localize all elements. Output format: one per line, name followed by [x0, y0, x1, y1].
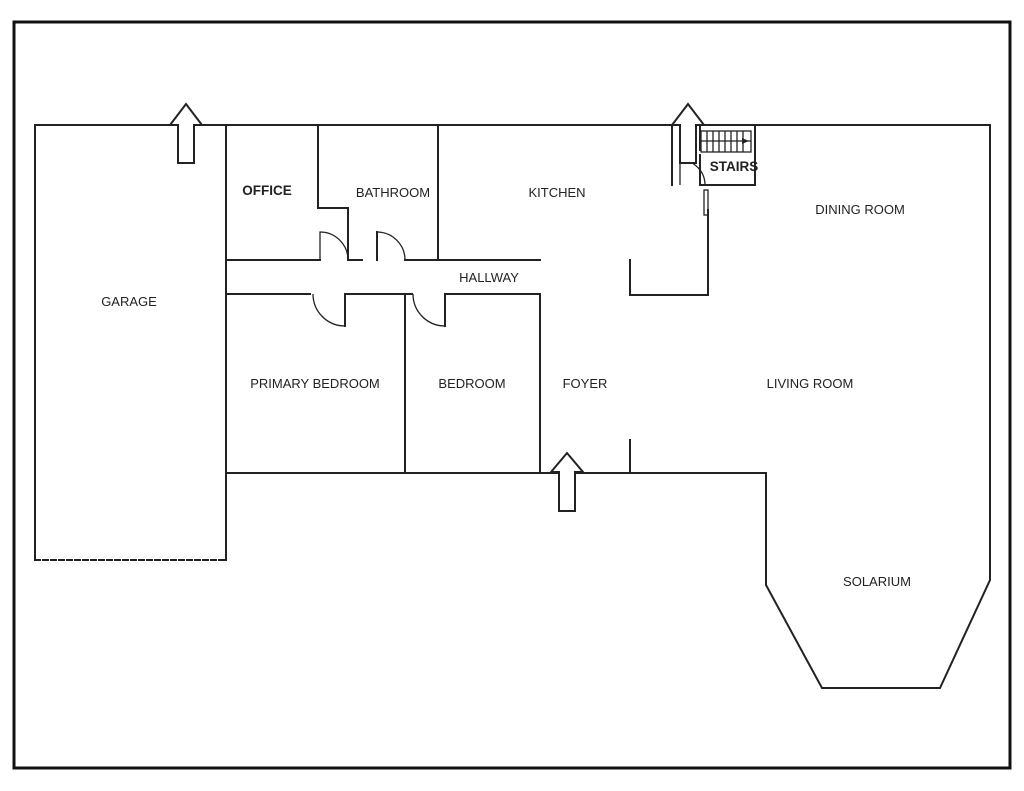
staircase [700, 130, 752, 153]
garage-walls [34, 124, 227, 561]
doors [312, 159, 709, 327]
label-garage: GARAGE [101, 294, 157, 309]
page-border [12, 20, 1012, 770]
label-office: OFFICE [242, 183, 292, 198]
label-bedroom: BEDROOM [438, 376, 505, 391]
label-hallway: HALLWAY [459, 270, 519, 285]
label-stairs: STAIRS [710, 159, 759, 174]
label-bathroom: BATHROOM [356, 185, 430, 200]
office-door [319, 231, 349, 261]
label-foyer: FOYER [563, 376, 608, 391]
kitchen-exit-arrow-icon [669, 102, 707, 164]
sliding-door [703, 189, 709, 216]
label-dining-room: DINING ROOM [815, 202, 905, 217]
label-solarium: SOLARIUM [843, 574, 911, 589]
label-primary-bedroom: PRIMARY BEDROOM [250, 376, 380, 391]
bathroom-door [376, 231, 406, 261]
label-kitchen: KITCHEN [528, 185, 585, 200]
garage-exit-arrow-icon [167, 102, 205, 164]
front-entrance-arrow-icon [548, 451, 586, 512]
exterior-walls [225, 124, 991, 689]
interior-walls [225, 124, 756, 474]
label-living-room: LIVING ROOM [767, 376, 854, 391]
